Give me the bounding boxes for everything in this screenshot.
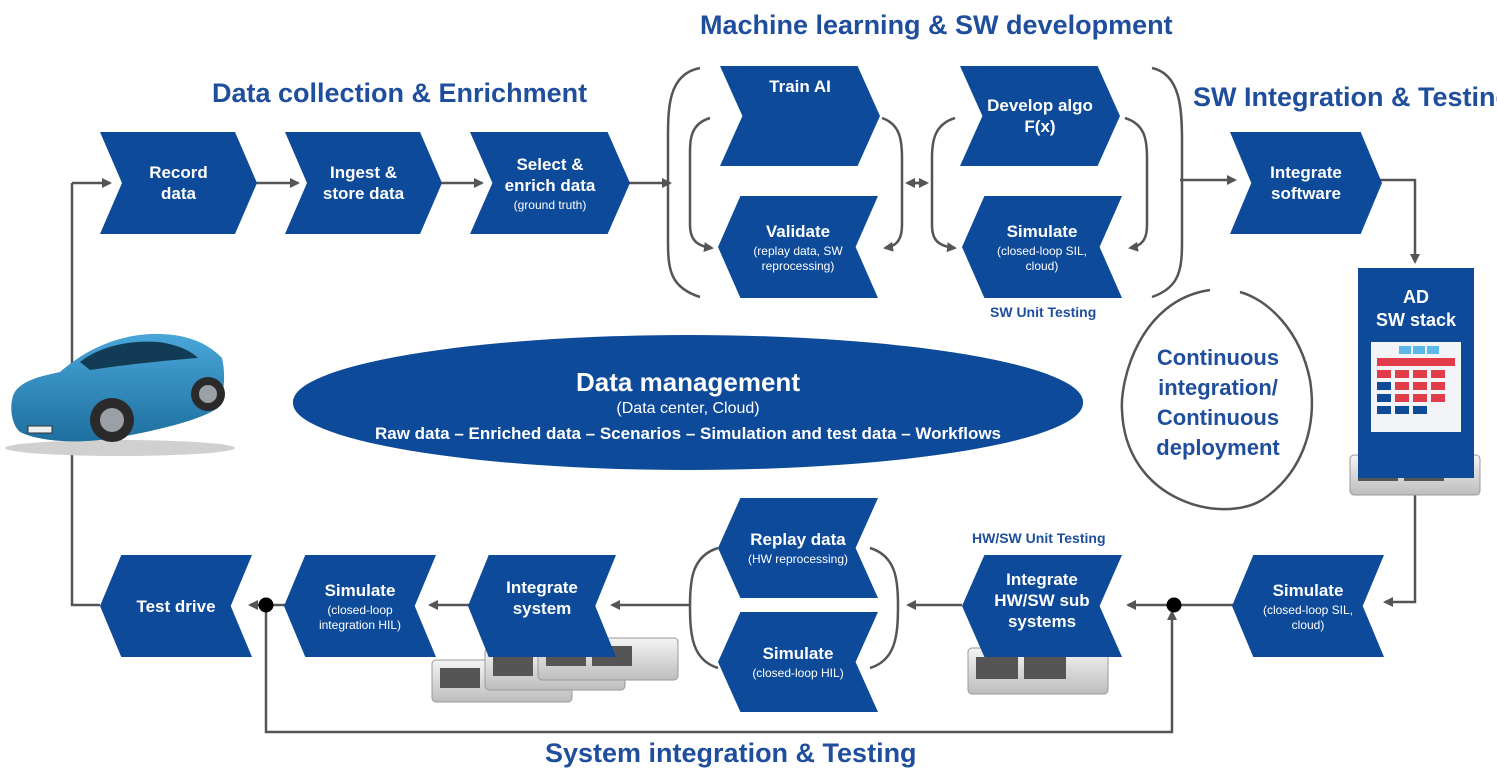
step-title: Simulate: [1006, 221, 1078, 241]
step-title: Validate: [765, 221, 831, 241]
junction-left-dot: [258, 597, 274, 613]
header-sw-integration: SW Integration & Testing: [1193, 82, 1497, 112]
step-title: Integrate system: [506, 578, 578, 618]
cicd-line4: deployment: [1156, 435, 1280, 460]
loop-dev-right: [1124, 116, 1149, 252]
arrow-integrate-to-stack: [1380, 178, 1420, 264]
loop-back-line: [264, 605, 1177, 734]
step-title: Replay data: [750, 530, 846, 549]
header-system-integration: System integration & Testing: [545, 738, 917, 768]
ecu-hwsw-image: [967, 647, 1109, 695]
ad-stack-line1: AD: [1403, 287, 1429, 307]
bracket-ml-right: [1151, 66, 1184, 299]
step-ingest-store: Ingest & store data: [285, 132, 442, 234]
step-title: Train AI: [769, 77, 831, 96]
ad-stack-line2: SW stack: [1375, 310, 1457, 330]
header-data-collection: Data collection & Enrichment: [212, 78, 588, 108]
step-subtitle: (ground truth): [513, 197, 587, 212]
data-management-subtitle: (Data center, Cloud): [616, 400, 760, 417]
data-management-items: Raw data – Enriched data – Scenarios – S…: [374, 424, 1002, 443]
ad-sw-stack: AD SW stack: [1358, 268, 1474, 478]
cicd-circle: [1120, 288, 1314, 511]
step-subtitle: (replay data, SW reprocessing): [753, 243, 843, 273]
arrow-stack-to-simulate: [1383, 490, 1417, 607]
step-select-enrich: Select & enrich data (ground truth): [470, 132, 630, 234]
step-develop-algo: Develop algo F(x): [960, 66, 1120, 166]
sw-unit-testing-label: SW Unit Testing: [990, 304, 1097, 320]
step-integrate-hwsw: Integrate HW/SW sub systems: [962, 555, 1122, 657]
header-ml-development: Machine learning & SW development: [700, 10, 1173, 40]
data-management-title: Data management: [576, 367, 800, 397]
software-stack-icon: [1371, 342, 1461, 432]
step-record-data: Record data: [100, 132, 257, 234]
cicd-label: Continuous integration/ Continuous deplo…: [1128, 293, 1308, 513]
step-title: Integrate HW/SW sub systems: [994, 570, 1090, 631]
step-title: Develop algo F(x): [987, 96, 1093, 136]
bracket-ml-left: [666, 66, 701, 299]
step-title: Simulate: [1272, 580, 1344, 600]
step-replay-data: Replay data (HW reprocessing): [718, 498, 878, 598]
loop-train-left: [688, 116, 714, 253]
step-subtitle: (closed-loop SIL, cloud): [1262, 602, 1354, 632]
cicd-line3: Continuous: [1156, 405, 1280, 430]
step-test-drive: Test drive: [100, 555, 252, 657]
step-subtitle: (closed-loop SIL, cloud): [996, 243, 1088, 273]
data-management-ellipse: Data management (Data center, Cloud) Raw…: [293, 335, 1083, 470]
step-title: Test drive: [136, 596, 216, 616]
step-simulate-sil: Simulate (closed-loop SIL, cloud): [962, 196, 1122, 298]
step-subtitle: (closed-loop HIL): [752, 666, 844, 680]
step-title: Ingest & store data: [322, 163, 405, 203]
step-train-ai: Train AI: [720, 66, 880, 166]
arrow-testdrive-to-car: [70, 183, 100, 607]
step-title: Simulate: [324, 580, 396, 600]
step-simulate-sil-bottom: Simulate (closed-loop SIL, cloud): [1232, 555, 1384, 657]
step-integrate-software: Integrate software: [1230, 132, 1382, 234]
step-title: Select & enrich data: [504, 154, 596, 195]
step-subtitle: (closed-loop integration HIL): [318, 602, 402, 632]
step-title: Integrate software: [1270, 163, 1342, 203]
bracket-hil-left: [688, 546, 719, 670]
step-title: Simulate: [762, 644, 834, 663]
cicd-line1: Continuous: [1156, 345, 1280, 370]
step-integrate-system: Integrate system: [468, 555, 616, 657]
loop-train-right: [881, 116, 904, 252]
step-validate: Validate (replay data, SW reprocessing): [718, 196, 878, 298]
bracket-hil-right: [869, 546, 900, 670]
step-simulate-integration-hil: Simulate (closed-loop integration HIL): [284, 555, 436, 657]
step-simulate-hil: Simulate (closed-loop HIL): [718, 612, 878, 712]
step-subtitle: (HW reprocessing): [747, 552, 849, 566]
step-title: Record data: [149, 163, 208, 203]
loop-dev-left: [930, 116, 957, 253]
junction-right-dot: [1166, 597, 1182, 613]
hwsw-unit-testing-label: HW/SW Unit Testing: [972, 530, 1106, 546]
car-image: [5, 333, 235, 456]
cicd-line2: integration/: [1158, 375, 1278, 400]
